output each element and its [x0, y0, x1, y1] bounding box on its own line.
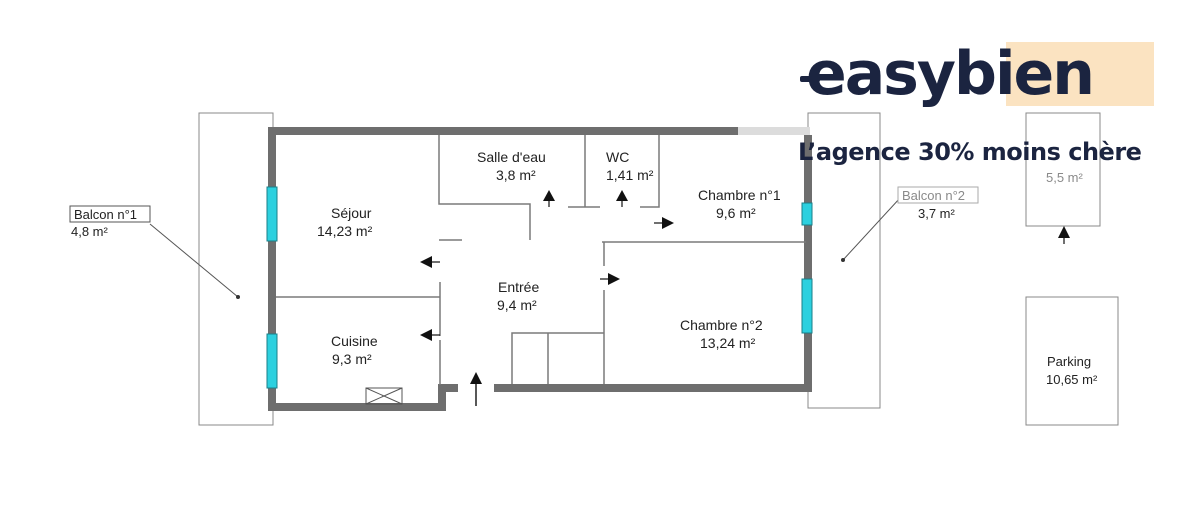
- room-chambre-2-area: 13,24 m²: [700, 335, 756, 351]
- balcony-1-dot: [236, 295, 240, 299]
- room-cuisine-name: Cuisine: [331, 333, 378, 349]
- partition-salle-eau-left: [438, 135, 531, 240]
- wall-top: [268, 127, 738, 135]
- balcony-2-dot: [841, 258, 845, 262]
- room-chambre-1-area: 9,6 m²: [716, 205, 756, 221]
- room-chambre-1-name: Chambre n°1: [698, 187, 781, 203]
- arrow-cuisine: [420, 329, 432, 341]
- wall-top-faded: [738, 127, 810, 135]
- brand-logo: easybien: [806, 39, 1095, 109]
- balcony-1-label-box: [69, 205, 151, 223]
- annex-outline: [1025, 112, 1101, 227]
- wall-bottom-left: [268, 403, 446, 411]
- balcony-1-leader: [149, 223, 239, 298]
- parking-area: 10,65 m²: [1046, 372, 1098, 387]
- kitchen-hood-symbol: [365, 387, 403, 405]
- window-cuisine: [266, 333, 278, 389]
- room-sejour-name: Séjour: [331, 205, 372, 221]
- room-salle-eau-name: Salle d'eau: [477, 149, 546, 165]
- annex-area: 5,5 m²: [1046, 170, 1084, 185]
- arrow-sejour: [420, 256, 432, 268]
- partition-closets: [511, 332, 604, 384]
- wall-bottom-right: [494, 384, 812, 392]
- brand-dash: [800, 76, 820, 82]
- balcony-1-name: Balcon n°1: [74, 207, 137, 222]
- window-chambre-2: [801, 278, 813, 334]
- balcony-2-name: Balcon n°2: [902, 188, 965, 203]
- room-salle-eau-area: 3,8 m²: [496, 167, 536, 183]
- room-wc-area: 1,41 m²: [606, 167, 654, 183]
- arrow-wc: [616, 190, 628, 201]
- balcony-1-area: 4,8 m²: [71, 224, 109, 239]
- balcony-1-outline: [198, 112, 274, 426]
- balcony-2-leader: [842, 197, 901, 261]
- brand-tagline: L’agence 30% moins chère: [798, 138, 1142, 166]
- parking-outline: [1025, 296, 1119, 426]
- partition-wc-right: [640, 135, 660, 208]
- arrow-chambre-2: [608, 273, 620, 285]
- brand-overlay: easybien L’agence 30% moins chère: [796, 38, 1166, 178]
- arrow-chambre-1: [662, 217, 674, 229]
- brand-highlight: [1006, 42, 1154, 106]
- arrow-entrance: [470, 372, 482, 384]
- window-sejour: [266, 186, 278, 242]
- balcony-2-area: 3,7 m²: [918, 206, 956, 221]
- room-entree-area: 9,4 m²: [497, 297, 537, 313]
- kitchen-hood-cross: [365, 387, 403, 405]
- wall-bottom-notch-top: [438, 384, 458, 392]
- partition-salle-eau-wc: [568, 135, 600, 208]
- room-cuisine-area: 9,3 m²: [332, 351, 372, 367]
- room-wc-name: WC: [606, 149, 629, 165]
- room-entree-name: Entrée: [498, 279, 539, 295]
- room-sejour-area: 14,23 m²: [317, 223, 373, 239]
- wall-left: [268, 127, 276, 411]
- window-chambre-1: [801, 202, 813, 226]
- parking-name: Parking: [1047, 354, 1091, 369]
- wall-bottom-notch: [438, 384, 446, 411]
- balcony-2-label-box: [897, 186, 979, 204]
- arrow-annex: [1058, 226, 1070, 238]
- room-chambre-2-name: Chambre n°2: [680, 317, 763, 333]
- wall-right: [804, 135, 812, 392]
- arrow-salle-eau: [543, 190, 555, 201]
